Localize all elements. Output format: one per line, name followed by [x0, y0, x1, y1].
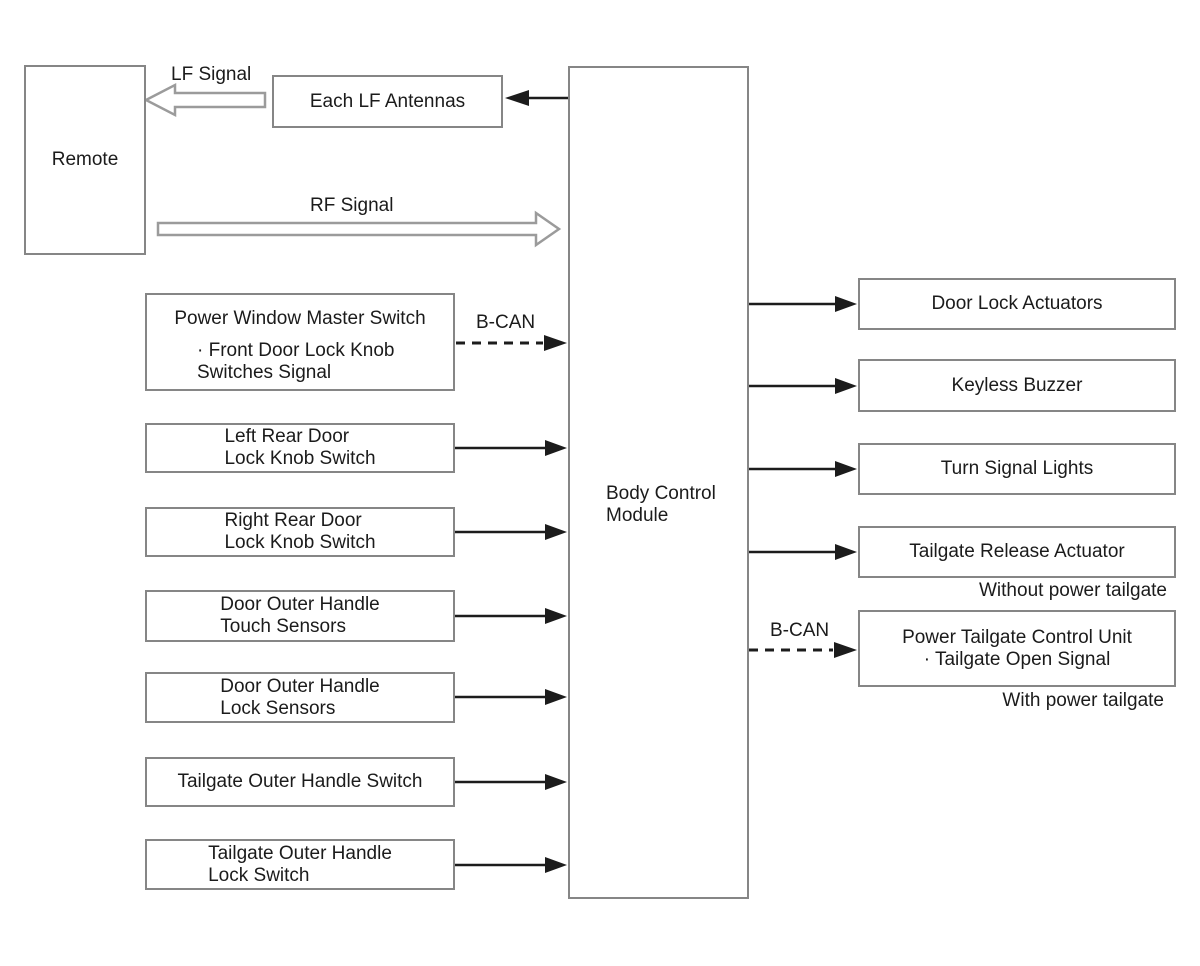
input-box-tailgate-outer-handle-lock-switch: Tailgate Outer Handle Lock Switch — [145, 839, 455, 890]
body-control-module-box: Body Control Module — [568, 66, 749, 899]
remote-label: Remote — [51, 149, 119, 170]
without-power-tailgate-note: Without power tailgate — [979, 580, 1167, 601]
bcan-label-left: B-CAN — [476, 312, 536, 333]
power-window-master-switch-title: Power Window Master Switch — [174, 308, 426, 329]
turn-signal-lights-arrow — [749, 461, 857, 477]
each-lf-antennas-label: Each LF Antennas — [309, 90, 466, 112]
lf-signal-label: LF Signal — [171, 64, 252, 85]
input-box-door-outer-handle-touch-sensors: Door Outer Handle Touch Sensors — [145, 590, 455, 642]
bcan-arrow-left — [456, 335, 567, 351]
keyless-buzzer-arrow — [749, 378, 857, 394]
bcm-to-lf-antennas-arrow — [505, 90, 568, 106]
input-box-tailgate-outer-handle-switch: Tailgate Outer Handle Switch — [145, 757, 455, 807]
bcan-arrow-right — [749, 642, 857, 658]
left-rear-door-arrow — [455, 440, 567, 456]
rf-signal-arrow — [156, 210, 562, 248]
right-rear-door-arrow — [455, 524, 567, 540]
input-box-left-rear-door-lock-knob-switch: Left Rear Door Lock Knob Switch — [145, 423, 455, 473]
tailgate-release-actuator-arrow — [749, 544, 857, 560]
remote-box: Remote — [24, 65, 146, 255]
input-box-right-rear-door-lock-knob-switch: Right Rear Door Lock Knob Switch — [145, 507, 455, 557]
input-box-door-outer-handle-lock-sensors: Door Outer Handle Lock Sensors — [145, 672, 455, 723]
rf-signal-label: RF Signal — [310, 195, 394, 216]
tailgate-outer-handle-switch-arrow — [455, 774, 567, 790]
body-control-module-label: Body Control Module — [606, 483, 716, 526]
output-box-keyless-buzzer: Keyless Buzzer — [858, 359, 1176, 412]
bcan-label-right: B-CAN — [770, 620, 830, 641]
lf-signal-arrow — [143, 82, 267, 118]
tailgate-outer-handle-lock-switch-arrow — [455, 857, 567, 873]
input-box-power-window-master-switch: Power Window Master Switch · Front Door … — [145, 293, 455, 391]
each-lf-antennas-box: Each LF Antennas — [272, 75, 503, 128]
output-box-turn-signal-lights: Turn Signal Lights — [858, 443, 1176, 495]
output-box-power-tailgate-control-unit: Power Tailgate Control Unit · Tailgate O… — [858, 610, 1176, 687]
front-door-lock-knob-switches-signal-note: · Front Door Lock Knob Switches Signal — [197, 340, 395, 383]
output-box-door-lock-actuators: Door Lock Actuators — [858, 278, 1176, 330]
door-outer-handle-lock-arrow — [455, 689, 567, 705]
output-box-tailgate-release-actuator: Tailgate Release Actuator — [858, 526, 1176, 578]
door-lock-actuators-arrow — [749, 296, 857, 312]
door-outer-handle-touch-arrow — [455, 608, 567, 624]
tailgate-open-signal-note: · Tailgate Open Signal — [923, 648, 1111, 670]
with-power-tailgate-note: With power tailgate — [1002, 690, 1164, 711]
